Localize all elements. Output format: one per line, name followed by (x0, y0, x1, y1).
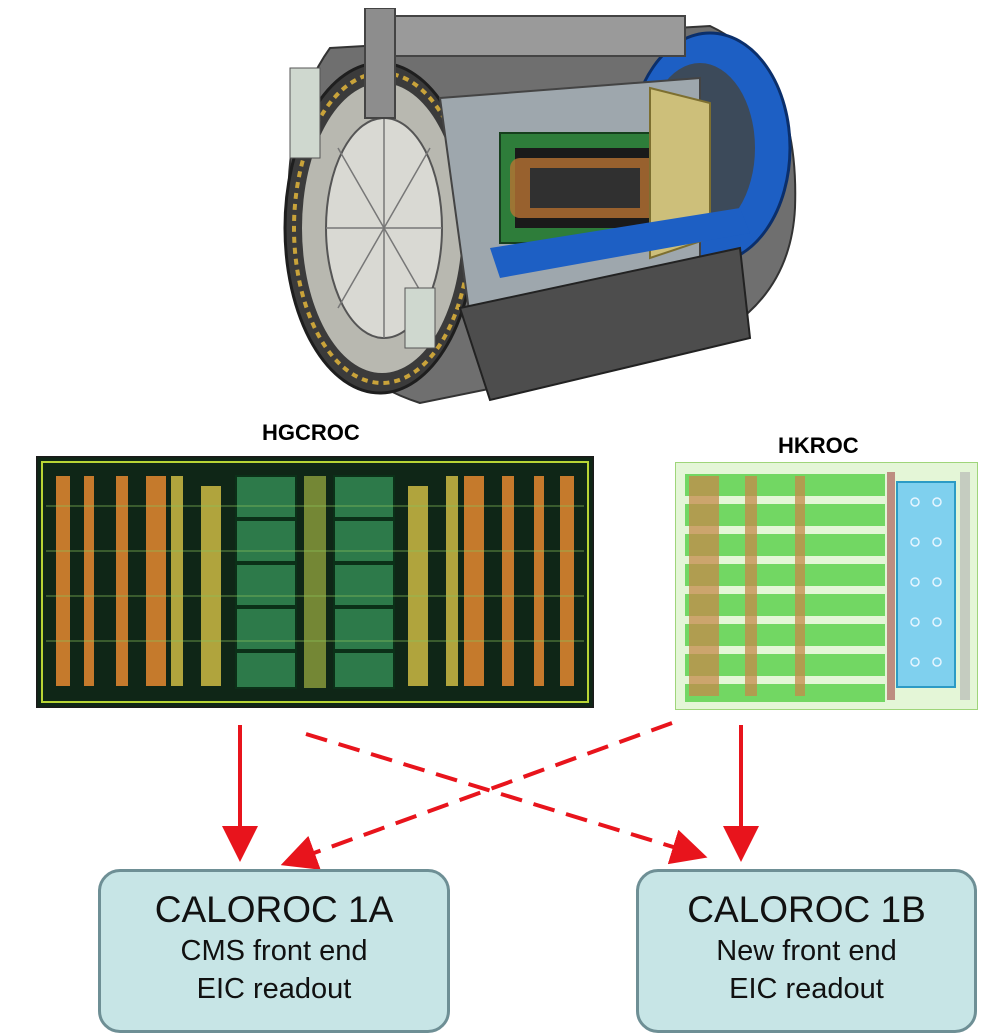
caloroc-1a-box: CALOROC 1A CMS front end EIC readout (98, 869, 450, 1033)
caloroc-1b-title: CALOROC 1B (687, 889, 926, 930)
hgcroc-chip-layout (36, 456, 594, 708)
detector-illustration (283, 8, 797, 405)
caloroc-1a-title: CALOROC 1A (154, 889, 394, 930)
chip-label-hkroc: HKROC (778, 433, 859, 458)
caloroc-1b-line1: New front end (716, 935, 897, 967)
chip-label-hgcroc: HGCROC (262, 420, 360, 445)
arrow-hkroc-to-1a-dashed (280, 721, 673, 870)
caloroc-1a-line1: CMS front end (180, 935, 368, 967)
arrow-hgcroc-to-1b-dashed (305, 732, 708, 865)
caloroc-1a-line2: EIC readout (196, 973, 352, 1005)
caloroc-1b-box: CALOROC 1B New front end EIC readout (636, 869, 977, 1033)
connection-arrows (222, 721, 759, 870)
hkroc-chip-layout (675, 462, 978, 710)
caloroc-1b-line2: EIC readout (729, 973, 884, 1005)
